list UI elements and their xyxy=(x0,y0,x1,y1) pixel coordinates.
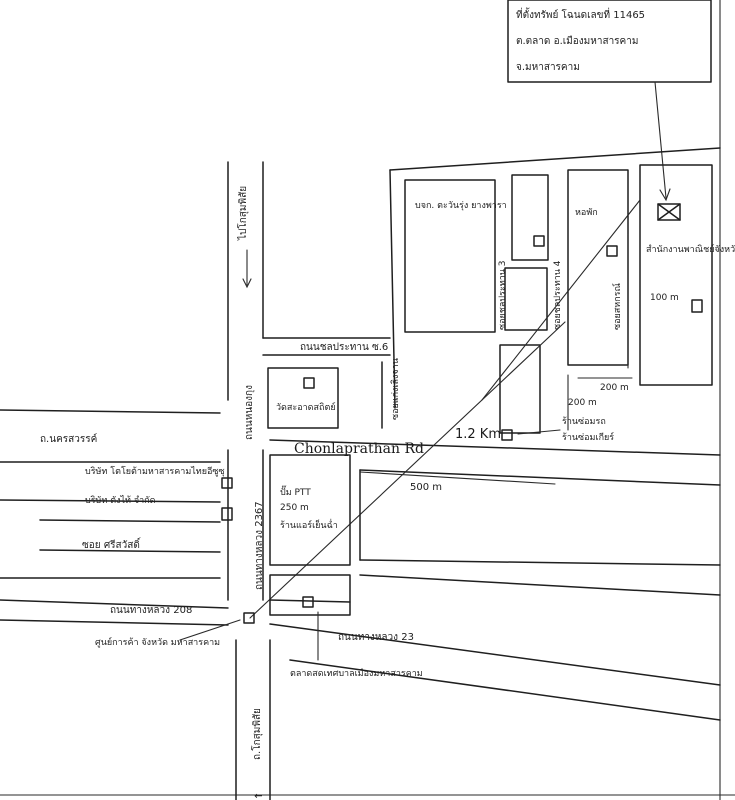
chonla-south-block-line xyxy=(359,559,721,566)
block-south xyxy=(499,344,541,434)
ptt-block xyxy=(269,454,351,566)
target-property-block xyxy=(639,164,713,386)
highway-2367-label: ถนนทางหลวง 2367 xyxy=(254,501,265,590)
tawan-rubber-label: บจก. ตะวันรุ่ง ยางพารา xyxy=(415,201,507,211)
chonla-road-north-edge xyxy=(269,439,721,456)
highway-208-north-edge xyxy=(0,599,229,609)
distance-250m-label: 250 m xyxy=(280,503,309,513)
block-middle xyxy=(504,267,548,331)
lodge-label: หอพัก xyxy=(575,208,598,218)
highway-23-upper-line xyxy=(359,574,721,596)
soi-chonla-4-label: ซอยชลประทาน 4 xyxy=(553,260,563,330)
highway-23-north-edge xyxy=(269,623,721,686)
to-kosum-label: ไปโกสุมพิสัย xyxy=(236,186,249,241)
soi-sahakon-label: ซอยสหกรณ์ xyxy=(611,283,623,330)
north-arrow-label: ↑ xyxy=(254,792,265,800)
soi-kaeng-label: ซอยแก่งเลิงจาน xyxy=(390,358,401,420)
dim-line-500m xyxy=(359,471,556,485)
wat-block xyxy=(267,367,339,429)
route-line-south xyxy=(249,321,566,619)
address-pointer-arrowhead xyxy=(659,188,671,202)
soi-sri-sawat-north-edge xyxy=(39,549,221,553)
nong-kung-road-label: ถนนหนองกุง xyxy=(244,385,255,440)
tawan-rubber-block xyxy=(404,179,496,333)
isuzu-marker xyxy=(221,507,233,521)
block-lodge-east xyxy=(567,169,629,366)
address-box xyxy=(507,0,712,83)
garage-2-label: ร้านซ่อมเกียร์ xyxy=(562,431,614,443)
big-c-pointer xyxy=(179,619,241,641)
address-pointer-line xyxy=(654,81,667,199)
big-c-marker xyxy=(243,612,255,624)
block-lodge-west xyxy=(511,174,549,261)
west-road-south-edge xyxy=(39,519,221,523)
target-marker-box xyxy=(657,203,681,221)
nakhon-sawan-label: ถ.นครสวรรค์ xyxy=(40,433,97,445)
isuzu-label: บริษัท ตังไท้ จำกัด xyxy=(85,495,156,506)
ac-shop-label: ร้านแอร์เย็นฉ่ำ xyxy=(280,518,338,531)
chonla-road-south-edge xyxy=(359,469,721,486)
soi-chonla-3-label: ซอยชลประทาน 3 xyxy=(498,260,508,330)
distance-100m-label: 100 m xyxy=(650,293,679,303)
top-boundary-line xyxy=(389,147,721,171)
to-kosum-arrowhead xyxy=(242,278,252,289)
garage-pointer xyxy=(517,429,561,435)
distance-200m-a-label: 200 m xyxy=(600,383,629,393)
toyota-marker xyxy=(221,477,233,489)
soi-sri-sawat-label: ซอย ศรีสวัสดิ์ xyxy=(82,537,141,551)
garage-label: ร้านซ่อมรถ xyxy=(562,416,606,427)
toyota-label: บริษัท โตโยต้ามหาสารคามไทยอีซูซุ xyxy=(85,466,225,477)
address-line-1: ที่ตั้งทรัพย์ โฉนดเลขที่ 11465 xyxy=(516,7,645,21)
ptt-label: ปั๊ม PTT xyxy=(280,485,311,498)
nakhon-sawan-north-edge xyxy=(0,409,221,414)
chonla-soi6-label: ถนนชลประทาน ซ.6 xyxy=(300,342,388,353)
shop-marker-2 xyxy=(501,429,513,441)
highway-208-label: ถนนทางหลวง 208 xyxy=(110,605,192,616)
highway-23-south-edge xyxy=(289,659,721,721)
lodge-marker xyxy=(606,245,618,257)
market-label: ตลาดสดเทศบาลเมืองมหาสารคาม xyxy=(290,668,423,679)
kosum-south-label: ถ.โกสุมพิสัย xyxy=(250,708,263,760)
distance-1-2km-label: 1.2 Km xyxy=(455,427,501,442)
route-line-north xyxy=(481,199,641,401)
wat-label: วัดสะอาดสถิตย์ xyxy=(276,401,336,413)
big-c-label: ศูนย์การค้า จังหวัด มหาสารคาม xyxy=(95,636,220,648)
target-marker-cross-2 xyxy=(657,203,681,221)
wat-marker xyxy=(303,377,315,389)
shop-marker-1 xyxy=(533,235,545,247)
highway-23-block-top xyxy=(269,599,351,603)
address-line-3: จ.มหาสารคาม xyxy=(516,62,580,73)
address-line-2: ต.ตลาด อ.เมืองมหาสารคาม xyxy=(516,35,638,47)
distance-500m-label: 500 m xyxy=(410,482,442,493)
left-boundary-line xyxy=(389,169,396,409)
west-road-north-edge xyxy=(0,499,221,503)
distance-200m-b-label: 200 m xyxy=(568,398,597,408)
highway-208-south-edge xyxy=(0,619,229,626)
market-marker xyxy=(302,596,314,608)
market-block xyxy=(269,574,351,616)
highway-23-label: ถนนทางหลวง 23 xyxy=(338,632,414,643)
chonla-prathan-en-label: Chonlaprathan Rd xyxy=(294,441,424,457)
office-marker xyxy=(691,299,703,313)
